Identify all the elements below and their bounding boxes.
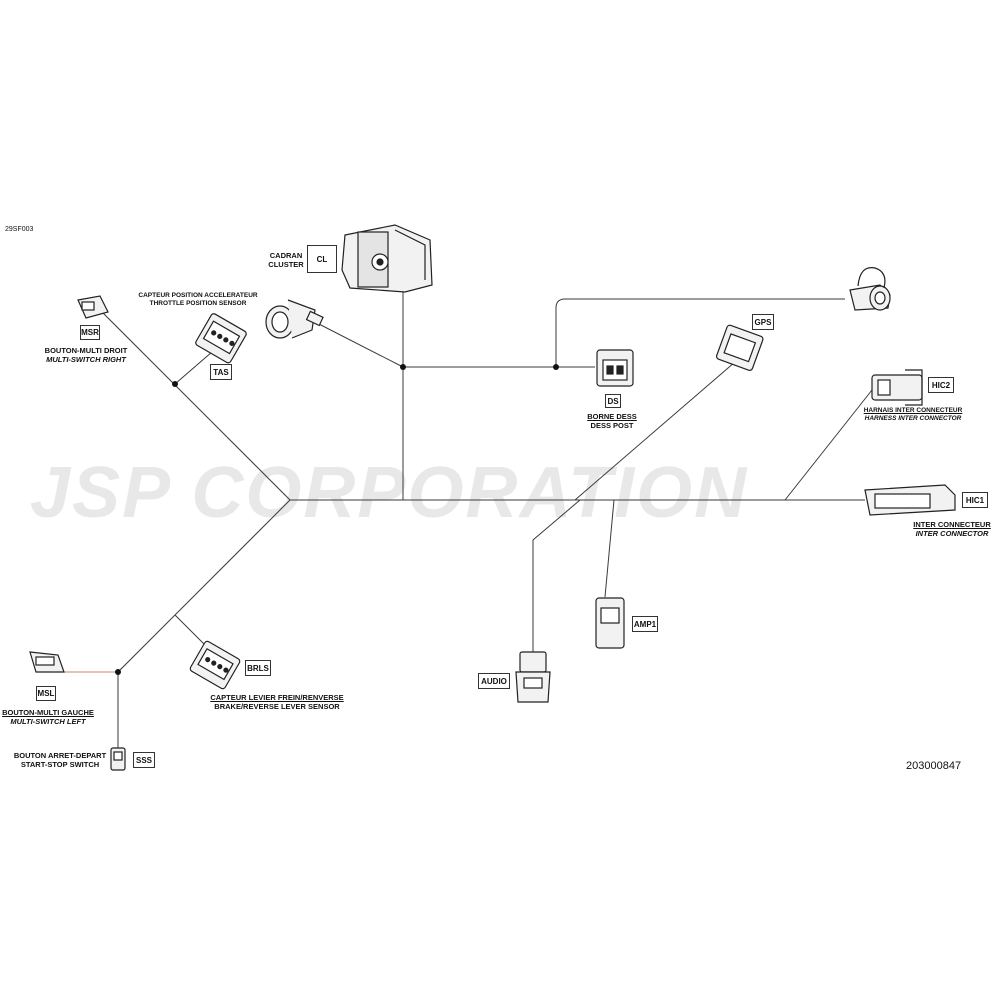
label-ds: BORNE DESS DESS POST bbox=[587, 412, 637, 430]
code-box-gps: GPS bbox=[752, 314, 774, 330]
label-tas-fr: CAPTEUR POSITION ACCELERATEUR bbox=[138, 292, 258, 299]
gps-connector-drawing bbox=[715, 324, 764, 371]
junction-dot bbox=[553, 364, 559, 370]
code-box-brls: BRLS bbox=[245, 660, 271, 676]
code-box-amp1: AMP1 bbox=[632, 616, 658, 632]
code-box-msl: MSL bbox=[36, 686, 56, 701]
hic1-connector-drawing bbox=[864, 484, 956, 516]
tas-connector-drawing bbox=[195, 313, 247, 364]
hic2-connector-drawing bbox=[871, 369, 923, 406]
code-box-audio: AUDIO bbox=[478, 673, 510, 689]
watermark-text: JSP CORPORATION bbox=[30, 453, 749, 533]
label-cl-fr: CADRAN bbox=[269, 251, 303, 260]
amp1-connector-drawing bbox=[595, 597, 625, 649]
label-tas-en: THROTTLE POSITION SENSOR bbox=[149, 300, 247, 307]
label-msl-fr: BOUTON-MULTI GAUCHE bbox=[2, 708, 94, 717]
label-cl-en: CLUSTER bbox=[268, 260, 304, 269]
wire-left-lower bbox=[117, 499, 291, 673]
label-ds-fr: BORNE DESS bbox=[587, 412, 637, 421]
dess-cap-connector-drawing bbox=[849, 267, 891, 311]
code-box-sss: SSS bbox=[133, 752, 155, 768]
msr-connector-drawing bbox=[77, 295, 109, 319]
msl-connector-drawing bbox=[29, 651, 65, 673]
wire-brls bbox=[174, 614, 206, 646]
label-brls: CAPTEUR LEVIER FREIN/RENVERSE BRAKE/REVE… bbox=[210, 693, 343, 711]
cluster-connector-drawing bbox=[341, 224, 433, 293]
label-msl-en: MULTI-SWITCH LEFT bbox=[10, 717, 86, 726]
reference-code: 29SF003 bbox=[5, 226, 34, 233]
wire-dess-top bbox=[555, 298, 845, 367]
label-hic2-fr: HARNAIS INTER CONNECTEUR bbox=[863, 407, 963, 414]
label-cl: CADRAN CLUSTER bbox=[268, 251, 303, 269]
sss-connector-drawing bbox=[110, 747, 126, 771]
ds-connector-drawing bbox=[596, 349, 634, 387]
label-hic2: HARNAIS INTER CONNECTEUR HARNESS INTER C… bbox=[864, 407, 963, 423]
junction-dot bbox=[172, 381, 178, 387]
label-hic1-en: INTER CONNECTOR bbox=[915, 529, 989, 538]
label-brls-en: BRAKE/REVERSE LEVER SENSOR bbox=[214, 702, 340, 711]
label-sss: BOUTON ARRET-DEPART START-STOP SWITCH bbox=[14, 751, 106, 769]
wire-amp1 bbox=[604, 499, 615, 598]
code-box-msr: MSR bbox=[80, 325, 100, 340]
label-hic1-fr: INTER CONNECTEUR bbox=[913, 520, 991, 529]
label-hic1: INTER CONNECTEUR INTER CONNECTOR bbox=[913, 520, 991, 538]
audio-connector-drawing bbox=[515, 651, 551, 703]
wire-msr bbox=[99, 309, 291, 501]
label-ds-en: DESS POST bbox=[590, 421, 634, 430]
label-sss-en: START-STOP SWITCH bbox=[20, 760, 100, 769]
label-msr: BOUTON-MULTI DROIT MULTI-SWITCH RIGHT bbox=[45, 346, 128, 364]
code-box-hic1: HIC1 bbox=[962, 492, 988, 508]
code-box-tas: TAS bbox=[210, 364, 232, 380]
throttle-round-connector-drawing bbox=[265, 299, 324, 339]
wire-hic2 bbox=[784, 389, 873, 501]
wire-tps bbox=[314, 321, 404, 368]
label-msl: BOUTON-MULTI GAUCHE MULTI-SWITCH LEFT bbox=[2, 708, 94, 726]
junction-dot bbox=[400, 364, 406, 370]
label-msr-fr: BOUTON-MULTI DROIT bbox=[44, 346, 128, 355]
code-box-cl: CL bbox=[307, 245, 337, 273]
brls-connector-drawing bbox=[189, 640, 241, 690]
wire-gps bbox=[574, 361, 736, 501]
label-tas: CAPTEUR POSITION ACCELERATEUR THROTTLE P… bbox=[138, 292, 257, 308]
code-box-ds: DS bbox=[605, 394, 621, 408]
code-box-hic2: HIC2 bbox=[928, 377, 954, 393]
wire-audio bbox=[532, 499, 581, 655]
label-hic2-en: HARNESS INTER CONNECTOR bbox=[864, 415, 962, 422]
label-sss-fr: BOUTON ARRET-DEPART bbox=[13, 751, 107, 760]
label-brls-fr: CAPTEUR LEVIER FREIN/RENVERSE bbox=[210, 693, 344, 702]
part-number: 203000847 bbox=[906, 760, 962, 772]
junction-dot bbox=[115, 669, 121, 675]
label-msr-en: MULTI-SWITCH RIGHT bbox=[46, 355, 126, 364]
